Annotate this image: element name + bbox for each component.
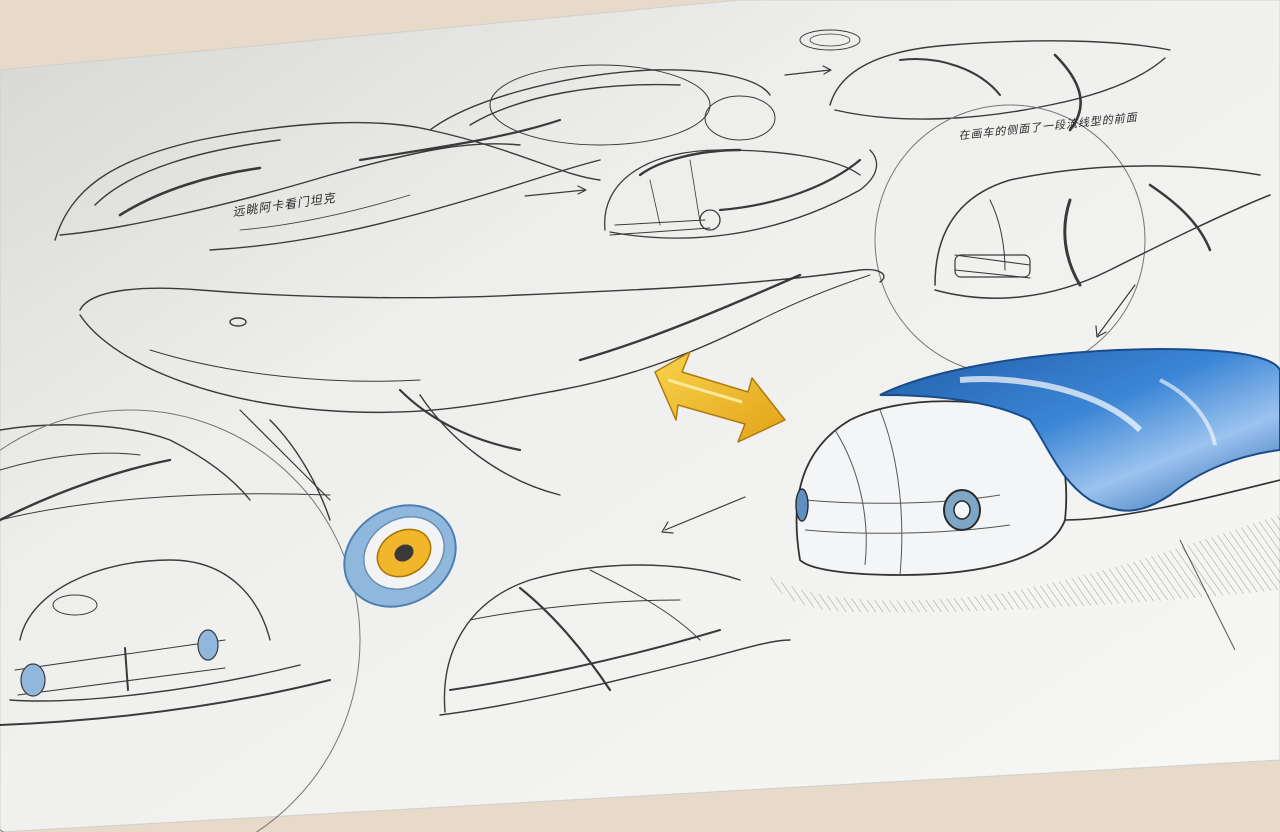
car-sketch-bottom-left (0, 409, 361, 832)
dome-sketch-bottom-middle (439, 564, 791, 716)
dome-sketch-top-right (799, 29, 1171, 132)
car-sketch-top-left (54, 64, 776, 251)
dome-sketch-right (934, 165, 1271, 299)
vehicle-rendering-blue (770, 348, 1280, 651)
wheel-sketch (343, 504, 457, 608)
yellow-double-arrow (654, 351, 786, 443)
dome-sketch-middle (604, 148, 878, 239)
arrow-marks (524, 65, 1136, 534)
blue-lamp-accents (20, 629, 219, 697)
